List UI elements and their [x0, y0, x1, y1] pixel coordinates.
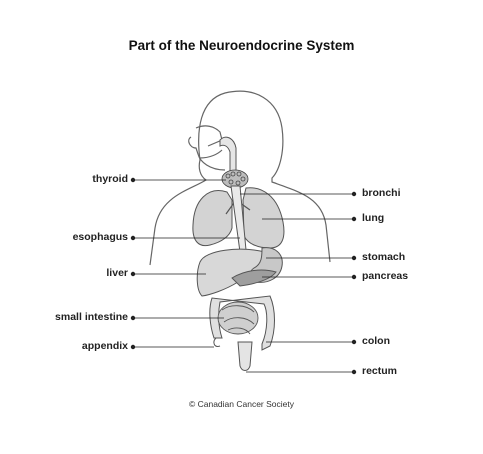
pancreas-organ — [231, 269, 277, 287]
left-lung — [192, 190, 233, 247]
copyright-credit: © Canadian Cancer Society — [188, 399, 294, 409]
diagram-title: Part of the Neuroendocrine System — [128, 38, 355, 53]
label-pancreas: pancreas — [362, 270, 409, 282]
thyroid-gland — [221, 169, 249, 189]
label-rectum: rectum — [362, 365, 398, 377]
label-stomach: stomach — [362, 251, 406, 263]
rectum-organ — [213, 337, 253, 371]
label-colon: colon — [362, 335, 390, 347]
label-thyroid: thyroid — [92, 173, 128, 185]
body-outline — [149, 90, 331, 266]
colon-organ — [209, 295, 275, 351]
label-liver: liver — [106, 267, 128, 279]
label-bronchi: bronchi — [362, 187, 401, 199]
label-lung: lung — [362, 212, 385, 224]
right-lung — [242, 187, 285, 249]
label-appendix: appendix — [81, 340, 128, 352]
lungs — [192, 187, 285, 249]
appendix-organ — [213, 337, 221, 347]
label-small-intestine: small intestine — [55, 311, 128, 323]
leader-lines — [130, 177, 357, 375]
label-esophagus: esophagus — [72, 231, 128, 243]
